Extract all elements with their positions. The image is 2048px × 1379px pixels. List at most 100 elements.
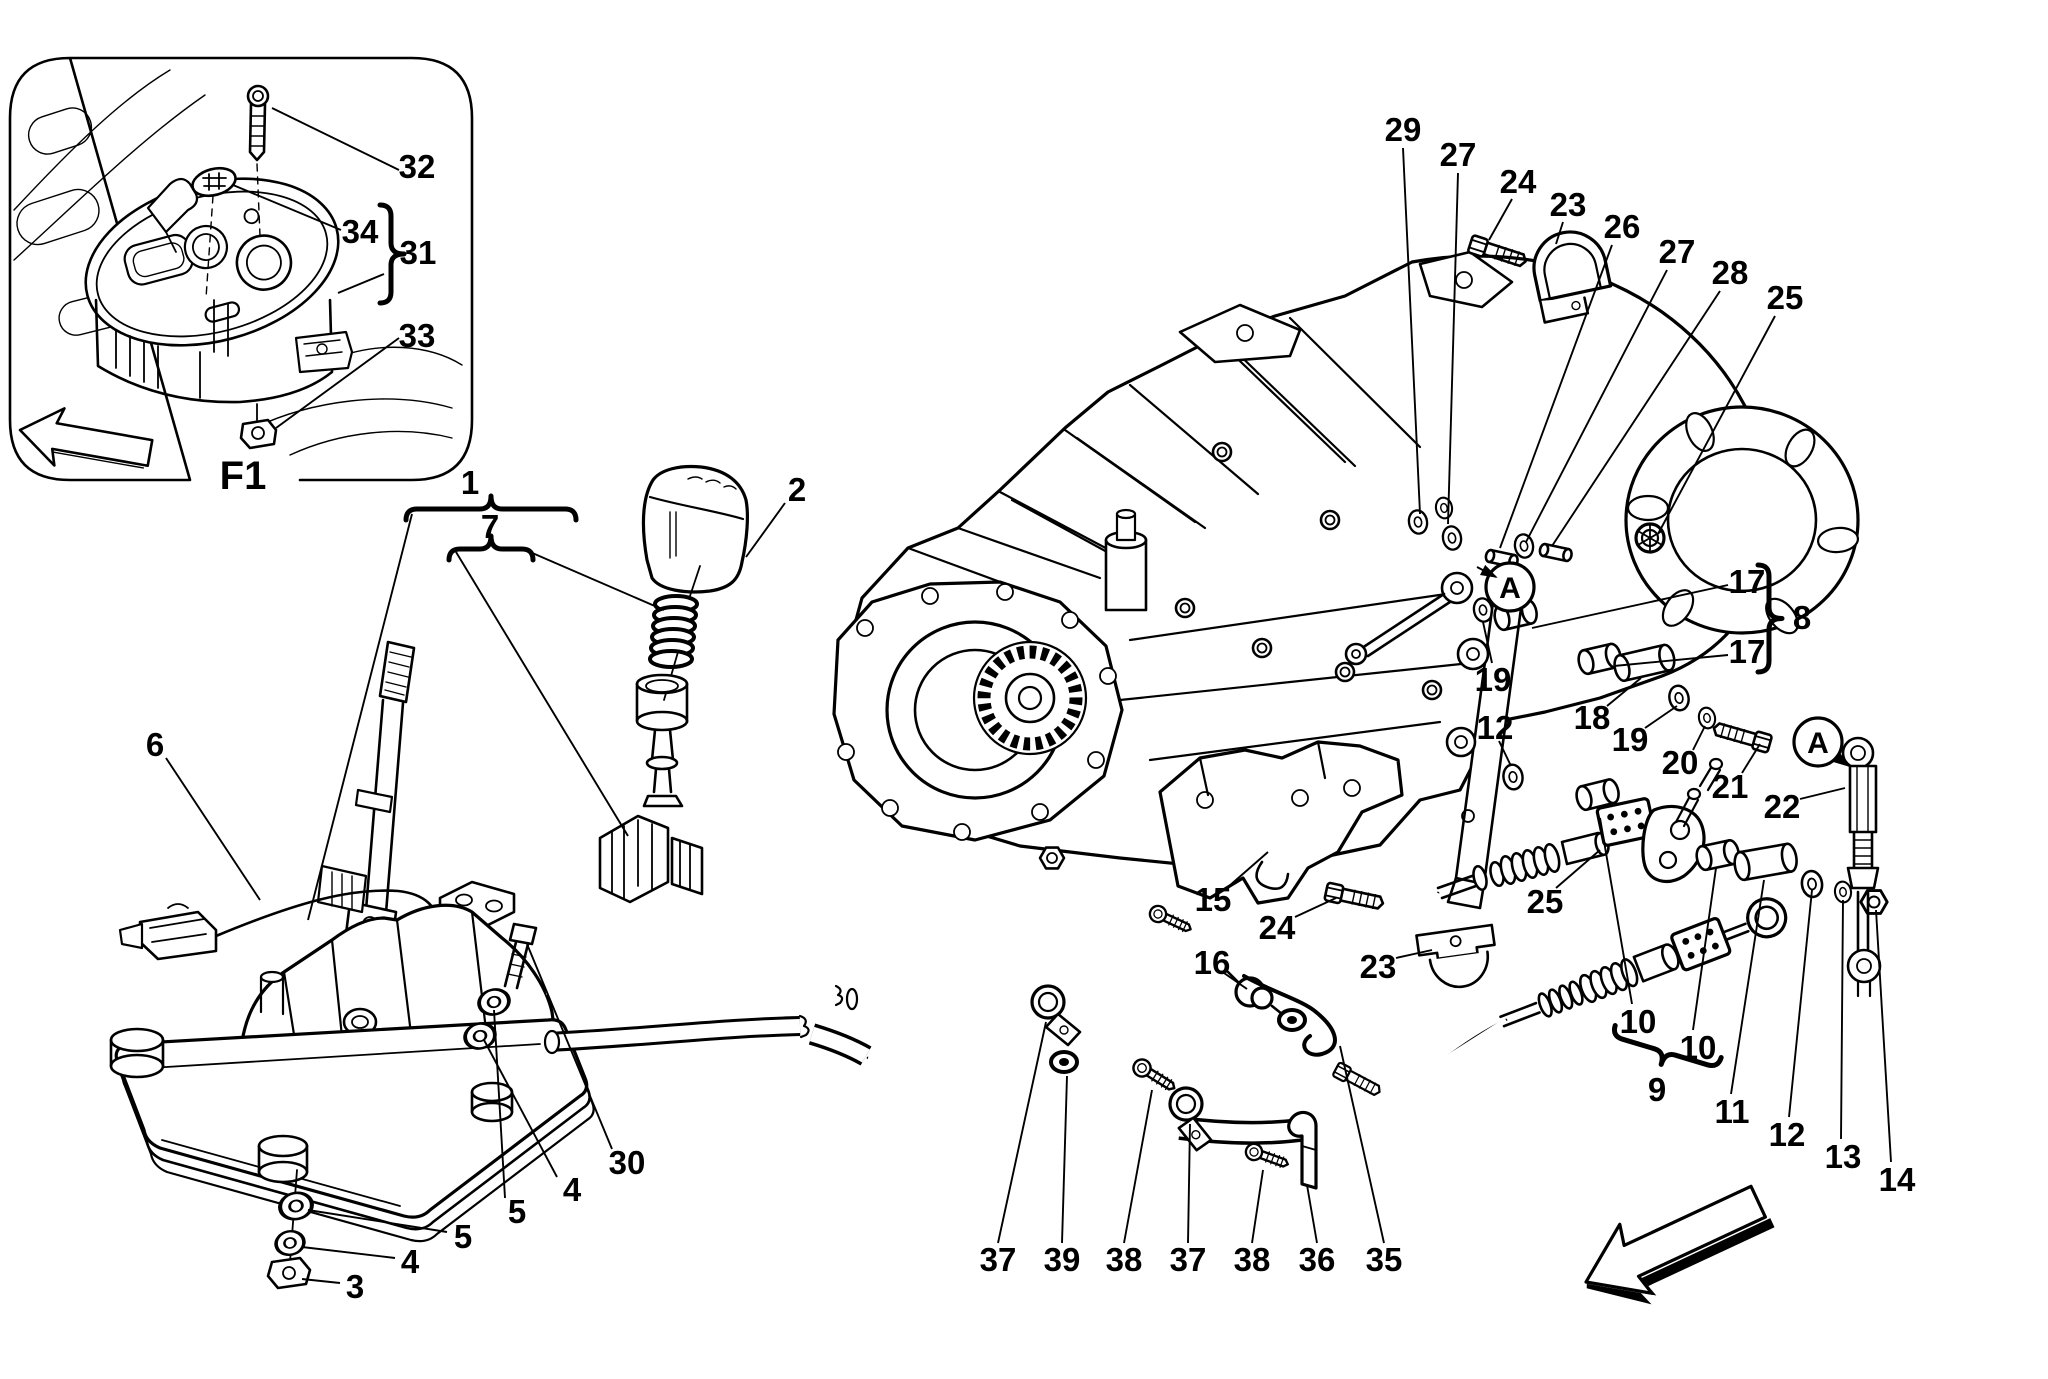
leader-line-10: [1692, 867, 1717, 1031]
leader-line-32: [271, 107, 400, 171]
part-label-25: 25: [1767, 279, 1804, 316]
brace-0: [403, 493, 579, 523]
part-label-31: 31: [400, 234, 437, 271]
leader-line-16: [1223, 972, 1248, 990]
part-label-26: 26: [1604, 208, 1641, 245]
circled-letters: AA: [1476, 561, 1851, 768]
part-label-9: 9: [1648, 1071, 1666, 1108]
leader-line-4: [301, 1246, 396, 1259]
part-label-12: 12: [1477, 709, 1514, 746]
leader-line-18: [1606, 677, 1642, 707]
gear-lever-assembly: [109, 464, 749, 1290]
part-label-37: 37: [1170, 1241, 1207, 1278]
part-label-33: 33: [399, 317, 436, 354]
gearbox: [832, 230, 1860, 989]
leader-line-15: [1227, 851, 1269, 888]
brace-3: [1755, 562, 1785, 675]
part-label-28: 28: [1712, 254, 1749, 291]
svg-text:A: A: [1807, 727, 1829, 760]
leader-line-25: [1555, 849, 1601, 889]
leader-line-27: [1447, 172, 1459, 525]
inset-direction-arrow: [18, 407, 154, 469]
leader-line-27: [1525, 269, 1668, 543]
screw-38: [1128, 1054, 1180, 1097]
leader-line-20: [1692, 725, 1706, 751]
wire-35: [1242, 974, 1337, 1057]
leader-line-17: [1613, 654, 1729, 667]
lever-base-plate: [109, 1018, 595, 1243]
grommet: [1277, 1008, 1307, 1032]
inset-panel: [8, 56, 474, 482]
coupler-spring: [1499, 843, 1561, 885]
part-label-8: 8: [1793, 599, 1811, 636]
direction-arrow: [1584, 1184, 1775, 1305]
part-label-11: 11: [1715, 1093, 1750, 1130]
breather: [1104, 508, 1148, 612]
clip-23: [1415, 923, 1496, 989]
cable-hardware: [1030, 970, 1385, 1190]
leader-line-7: [529, 551, 665, 611]
leader-line-2: [745, 502, 786, 558]
circled-letter-A: A: [1476, 561, 1536, 613]
f1-console: [84, 177, 354, 404]
leader-line-21: [1741, 743, 1761, 774]
rubber-mount: [470, 1081, 514, 1123]
spacer-tube-11: [1733, 842, 1798, 882]
leader-line-34: [232, 184, 342, 231]
brace-4: [1611, 1023, 1724, 1069]
part-label-12: 12: [1769, 1116, 1806, 1153]
part-label-24: 24: [1259, 909, 1296, 946]
leader-line-5: [493, 1009, 506, 1199]
lever-shaft: [316, 640, 416, 946]
grommet-39: [1049, 1050, 1079, 1074]
tie-rod-22: [1841, 736, 1882, 998]
lever-boot-joint: [598, 651, 704, 904]
cable-coupler-upper: [1436, 757, 1889, 915]
leader-line-13: [1840, 899, 1844, 1140]
part-label-19: 19: [1475, 661, 1512, 698]
leader-line-19: [1644, 705, 1678, 729]
part-label-13: 13: [1825, 1138, 1862, 1175]
leader-line-39: [1061, 1075, 1068, 1244]
leader-line-12: [1788, 889, 1813, 1118]
leader-line-22: [1799, 787, 1846, 800]
part-label-25: 25: [1527, 883, 1564, 920]
part-label-27: 27: [1440, 136, 1477, 173]
part-label-10: 10: [1620, 1003, 1657, 1040]
mount-fasteners-right: [460, 922, 538, 1054]
leader-line-10: [1599, 817, 1633, 1005]
part-label-4: 4: [563, 1171, 582, 1208]
leader-line-1: [307, 513, 413, 921]
part-label-21: 21: [1712, 768, 1749, 805]
leader-line-17: [1531, 584, 1729, 629]
inset-title-f1: F1: [220, 454, 267, 498]
coupler-block: [1595, 797, 1657, 847]
leader-line-7: [455, 551, 629, 837]
rubber-mount: [257, 1134, 309, 1184]
part-label-5: 5: [508, 1193, 526, 1230]
leader-line-30: [526, 943, 613, 1150]
leader-line-24: [1294, 897, 1337, 918]
part-label-4: 4: [401, 1243, 420, 1280]
part-label-23: 23: [1360, 948, 1397, 985]
leader-line-36: [1306, 1184, 1318, 1244]
clip-36: [1287, 1110, 1318, 1190]
part-label-38: 38: [1106, 1241, 1143, 1278]
leader-line-38: [1123, 1089, 1153, 1244]
leader-line-28: [1551, 290, 1721, 547]
part-label-38: 38: [1234, 1241, 1271, 1278]
clevis-lever: [1641, 757, 1724, 884]
nut-33: [239, 403, 278, 450]
leader-line-6: [165, 757, 261, 901]
part-label-6: 6: [146, 726, 164, 763]
part-label-14: 14: [1879, 1161, 1916, 1198]
leader-line-26: [1499, 244, 1613, 549]
leader-line-23: [1395, 949, 1433, 959]
part-label-17: 17: [1729, 633, 1766, 670]
console-connector: [294, 330, 354, 374]
leader-line-3: [301, 1278, 341, 1284]
spacer-18: [1613, 643, 1676, 683]
lever-spring: [648, 565, 701, 669]
mount-fasteners-left: [266, 1169, 314, 1290]
